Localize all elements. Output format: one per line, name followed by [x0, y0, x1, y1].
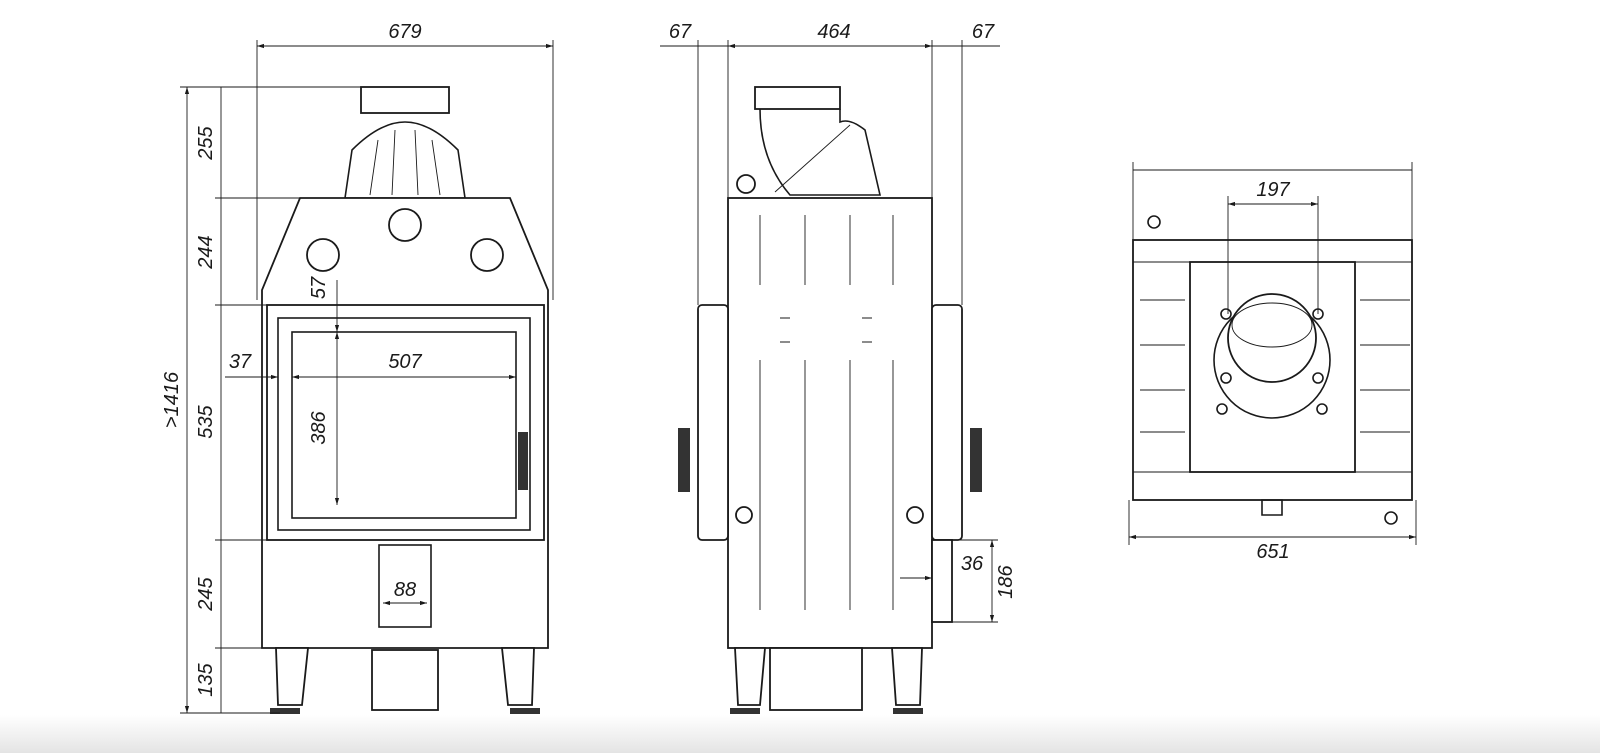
- front-view: 679 >1416 255 244 535 245 135 57 386 37 …: [161, 21, 554, 714]
- leg: [275, 647, 309, 706]
- dim-top-width: 651: [1256, 541, 1289, 563]
- side-view: 67 464 67 36 186: [660, 21, 1017, 714]
- door-side-left: [697, 304, 729, 541]
- dim-total-height: >1416: [161, 371, 183, 428]
- dim-width: 679: [388, 21, 421, 43]
- convection-hole: [388, 208, 422, 242]
- dim-left-handle-depth: 67: [669, 21, 692, 43]
- side-body: [727, 197, 933, 649]
- dim-door-height: 535: [195, 404, 217, 438]
- door-handle: [518, 432, 528, 490]
- bottom-shadow: [0, 715, 1600, 753]
- dim-air-inlet-offset: 36: [961, 553, 984, 575]
- dim-flue-height: 255: [195, 125, 217, 160]
- air-inlet: [378, 544, 432, 628]
- dim-air-inlet-height: 186: [995, 564, 1017, 598]
- glass-pane: [291, 331, 517, 519]
- dim-bottom-height: 245: [195, 576, 217, 611]
- handle-left: [678, 428, 690, 492]
- air-inlet-side: [931, 539, 953, 623]
- flue-hood: [344, 121, 466, 199]
- flue-elbow: [759, 108, 882, 196]
- lifting-eye: [736, 174, 756, 194]
- top-view: 197 651: [1128, 162, 1417, 563]
- dim-glass-width: 507: [388, 351, 422, 373]
- dim-top-height: 244: [195, 235, 217, 269]
- dim-right-handle-depth: 67: [972, 21, 995, 43]
- dim-glass-side-offset: 37: [229, 351, 252, 373]
- glass-frame: [277, 317, 531, 531]
- dim-leg-height: 135: [195, 662, 217, 696]
- dim-glass-top-offset: 57: [308, 276, 330, 299]
- dim-flue-diameter: 197: [1256, 179, 1290, 201]
- leg: [501, 647, 535, 706]
- convection-hole: [306, 238, 340, 272]
- handle-right: [970, 428, 982, 492]
- flue-collar: [754, 86, 841, 110]
- dim-body-depth: 464: [817, 21, 850, 43]
- ash-box: [371, 649, 439, 711]
- door-frame: [266, 304, 545, 541]
- dim-glass-height: 386: [308, 410, 330, 444]
- door-side-right: [931, 304, 963, 541]
- convection-hole: [470, 238, 504, 272]
- ash-box: [769, 647, 863, 711]
- dim-air-inlet-width: 88: [394, 579, 416, 601]
- flue-outlet: [1227, 293, 1317, 383]
- flue-collar: [360, 86, 450, 114]
